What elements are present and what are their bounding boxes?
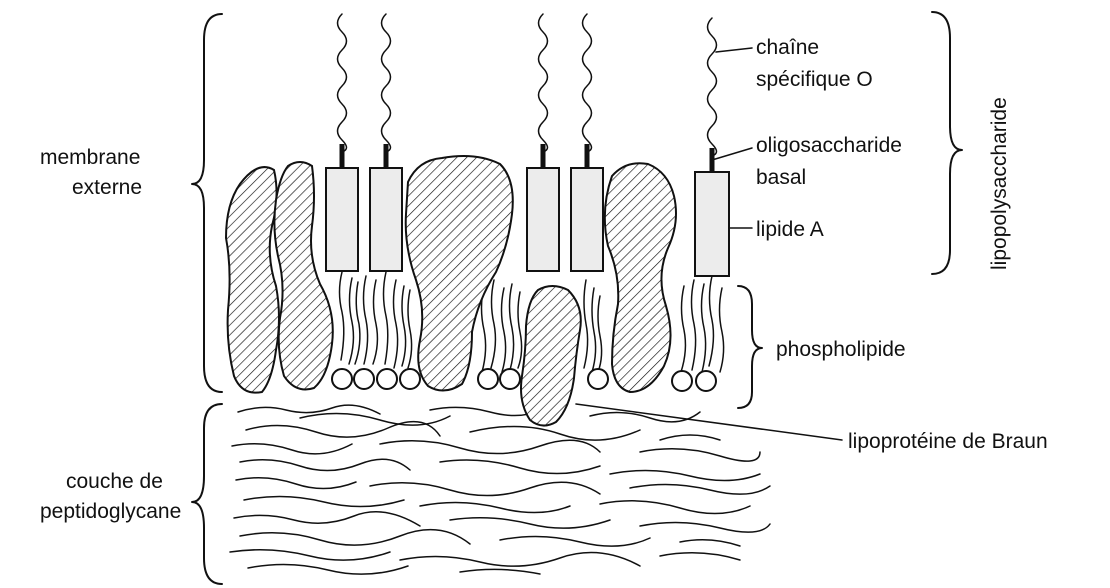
brace-lipopolysaccharide — [932, 12, 962, 274]
label-lipide-a: lipide A — [756, 218, 824, 241]
brace-peptidoglycane — [192, 404, 222, 584]
brace-phospholipide — [738, 286, 762, 408]
o-specific-chains — [338, 14, 717, 156]
label-membrane-externe-line1: membrane — [40, 146, 140, 169]
label-couche-peptidoglycane-line1: couche de — [66, 470, 163, 493]
label-lipoproteine-de-braun: lipoprotéine de Braun — [848, 430, 1048, 453]
label-couche-peptidoglycane-line2: peptidoglycane — [40, 500, 181, 523]
brace-membrane-externe — [192, 14, 222, 392]
label-oligosaccharide-basal-line2: basal — [756, 166, 806, 189]
label-phospholipide: phospholipide — [776, 338, 906, 361]
label-chaine-specifique-o-line1: chaîne — [756, 36, 819, 59]
label-chaine-specifique-o-line2: spécifique O — [756, 68, 873, 91]
peptidoglycan-layer — [230, 405, 770, 574]
membrane-proteins — [226, 156, 676, 426]
label-oligosaccharide-basal-line1: oligosaccharide — [756, 134, 902, 157]
label-lipopolysaccharide: lipopolysaccharide — [988, 97, 1011, 270]
label-membrane-externe-line2: externe — [72, 176, 142, 199]
